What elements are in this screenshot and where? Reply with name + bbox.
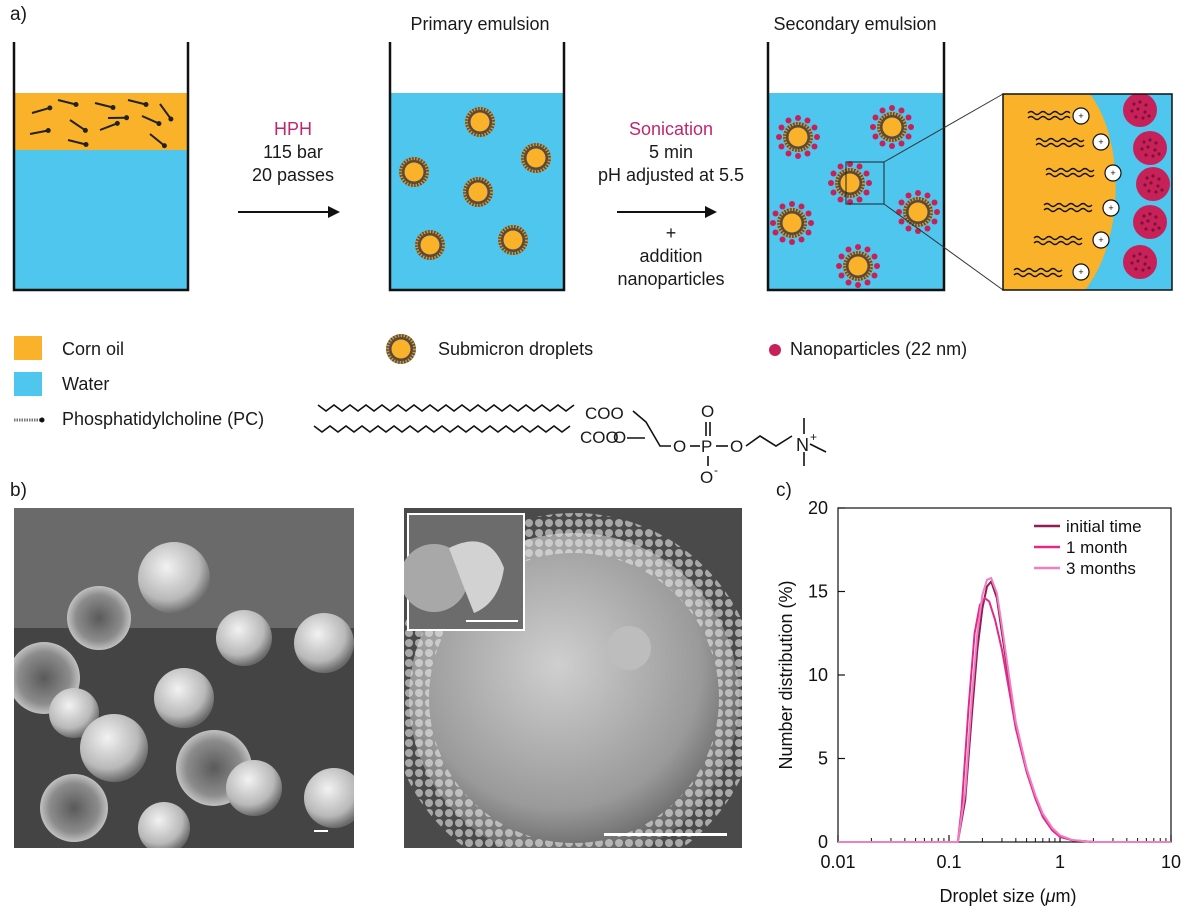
oil-swatch — [14, 336, 42, 360]
droplet-legend-icon — [384, 332, 418, 366]
x-tick-label: 0.1 — [936, 852, 961, 872]
addition-label: addition — [639, 246, 703, 266]
beaker-3 — [766, 42, 1004, 292]
sem-inset — [404, 513, 525, 631]
y-tick-label: 0 — [818, 832, 828, 852]
nanoparticles-label: nanoparticles — [617, 269, 725, 289]
y-tick-label: 15 — [808, 582, 828, 602]
secondary-emulsion-title: Secondary emulsion — [773, 14, 937, 34]
schematic: + + + + + + — [12, 42, 1173, 466]
svg-text:+: + — [1078, 267, 1083, 277]
nitrogen-label: N — [796, 435, 809, 455]
ester-o-label: O — [613, 428, 627, 447]
chart-legend: initial time 1 month 3 months — [1034, 517, 1142, 578]
phosphate-o-left: O — [673, 437, 687, 456]
scale-bar-left — [314, 830, 328, 832]
droplet-size-chart: 0.01 0.1 1 10 0 5 10 15 20 initial time 1 month 3… — [776, 498, 1181, 906]
legend-corn-oil: Corn oil — [62, 339, 125, 359]
y-axis-label: Number distribution (%) — [776, 580, 796, 769]
interface-zoom: + + + + + + — [1002, 93, 1173, 291]
legend-water: Water — [62, 374, 110, 394]
y-tick-label: 5 — [818, 749, 828, 769]
series-line-2 — [838, 576, 1171, 843]
svg-text:+: + — [1078, 111, 1083, 121]
series-line-0 — [838, 579, 1171, 843]
time-label: 5 min — [648, 142, 693, 162]
coo-label-2: COO — [580, 428, 619, 447]
step1-text: HPH 115 bar 20 passes — [238, 118, 348, 187]
beaker-1 — [12, 42, 190, 292]
beaker-2 — [388, 42, 566, 292]
hph-label: HPH — [273, 119, 312, 139]
phosphorus-label: P — [701, 437, 713, 456]
x-axis-label: Droplet size (μm) — [940, 886, 1077, 906]
legend-label-1: 1 month — [1066, 538, 1127, 557]
sem-image-left — [14, 508, 354, 848]
plus-charge: + — [810, 430, 818, 444]
pc-heads — [1072, 107, 1122, 281]
phosphate-o-top: O — [701, 402, 715, 421]
coo-label-1: COO — [585, 404, 624, 423]
legend-nanoparticles: Nanoparticles (22 nm) — [790, 339, 968, 359]
series-lines — [838, 576, 1171, 843]
pc-tails — [1013, 110, 1095, 278]
arrow-1 — [238, 206, 340, 218]
step2-text: Sonication 5 min pH adjusted at 5.5 — [576, 118, 766, 187]
x-ticks: 0.01 0.1 1 10 — [820, 835, 1181, 872]
sem-image-right — [404, 508, 742, 848]
water-swatch — [14, 372, 42, 396]
nanoparticle-legend-icon — [769, 344, 781, 356]
panel-b-label: b) — [10, 480, 27, 501]
svg-text:+: + — [1098, 137, 1103, 147]
x-tick-label: 0.01 — [820, 852, 855, 872]
step2-addition-text: + addition nanoparticles — [576, 222, 766, 291]
scale-bar-right — [604, 833, 727, 836]
pressure-label: 115 bar — [263, 142, 323, 162]
svg-text:+: + — [1110, 168, 1115, 178]
pc-legend-icon — [14, 417, 45, 423]
pc-structure — [313, 404, 827, 466]
x-tick-label: 1 — [1055, 852, 1065, 872]
series-line-1 — [838, 596, 1171, 843]
legend-pc: Phosphatidylcholine (PC) — [62, 409, 265, 429]
legend-droplets: Submicron droplets — [438, 339, 594, 359]
svg-text:+: + — [1098, 235, 1103, 245]
y-tick-label: 20 — [808, 498, 828, 518]
panel-c-label: c) — [776, 480, 792, 501]
passes-label: 20 passes — [251, 165, 335, 185]
legend-label-2: 3 months — [1066, 559, 1136, 578]
sonication-label: Sonication — [628, 119, 714, 139]
phosphate-o-minus: O — [700, 468, 714, 487]
primary-emulsion-title: Primary emulsion — [410, 14, 550, 34]
y-tick-label: 10 — [808, 665, 828, 685]
svg-text:+: + — [1108, 203, 1113, 213]
arrow-2 — [617, 206, 717, 218]
ph-label: pH adjusted at 5.5 — [597, 165, 745, 185]
minus-charge: - — [714, 463, 718, 477]
panel-a-label: a) — [10, 4, 27, 25]
plus-label: + — [665, 223, 677, 243]
phosphate-o-right: O — [730, 437, 744, 456]
y-ticks: 0 5 10 15 20 — [808, 498, 845, 852]
legend-label-0: initial time — [1066, 517, 1142, 536]
x-tick-label: 10 — [1161, 852, 1181, 872]
